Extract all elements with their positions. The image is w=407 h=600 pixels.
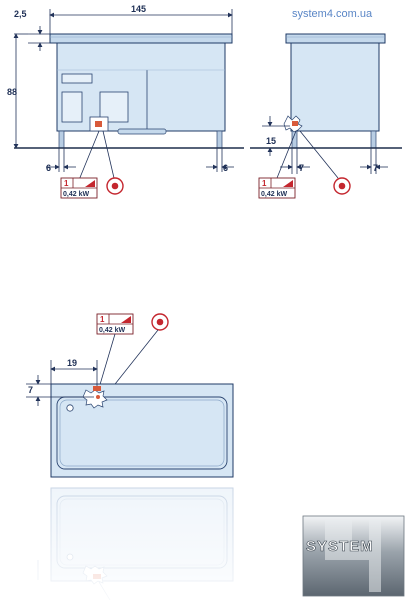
plan-x-offset-label: 19 <box>67 358 77 368</box>
side-left-offset-label: 7 <box>299 163 304 173</box>
control-panel <box>61 73 93 84</box>
power-rating-tag-plan: 1 0,42 kW <box>96 313 134 335</box>
power-symbol-icon-side <box>283 180 293 187</box>
power-symbol-icon <box>85 180 95 187</box>
right-offset-label: 6 <box>223 163 228 173</box>
cabinet-side <box>290 42 380 132</box>
leg-front-right <box>216 130 223 149</box>
power-rating-label-plan: 0,42 kW <box>99 327 125 334</box>
phase-label: 1 <box>64 179 69 188</box>
power-socket-icon <box>95 121 102 127</box>
plan-socket-icon <box>93 386 101 391</box>
logo-text: SYSTEM <box>306 538 374 555</box>
countertop-front <box>49 33 233 44</box>
power-connection-plan <box>82 389 108 409</box>
power-rating-label-side: 0,42 kW <box>261 191 287 198</box>
watermark-text: system4.com.ua <box>292 8 373 20</box>
power-rating-tag-side: 1 0,42 kW <box>258 177 296 199</box>
logo-numeral-shape <box>325 520 381 592</box>
power-symbol-icon-plan <box>121 316 131 323</box>
cabinet-front <box>56 42 226 132</box>
plan-view: 1 0,42 kW 19 7 <box>26 313 234 478</box>
top-thickness-label: 2,5 <box>14 9 27 19</box>
drain-hole-icon <box>66 404 74 412</box>
phase-label-side: 1 <box>262 179 267 188</box>
connection-point-icon-plan <box>151 313 169 331</box>
side-socket-icon <box>292 121 298 126</box>
door-panel-middle <box>99 91 129 123</box>
power-rating-label: 0,42 kW <box>63 191 89 198</box>
power-connection-side <box>283 115 303 133</box>
height-dimension-label: 88 <box>7 87 17 97</box>
leg-front-left <box>58 130 65 149</box>
power-rating-tag: 1 0,42 kW <box>60 177 98 199</box>
phase-label-plan: 1 <box>100 315 105 324</box>
brand-logo: 4 SYSTEM <box>302 515 405 597</box>
front-view: 145 2,5 88 <box>7 4 244 199</box>
left-offset-label: 6 <box>46 163 51 173</box>
connection-point-icon-side <box>333 177 351 195</box>
plan-connection-dot <box>96 395 100 399</box>
width-dimension-label: 145 <box>131 4 146 14</box>
plan-y-offset-label: 7 <box>28 385 33 395</box>
countertop-side <box>285 33 386 44</box>
side-view: 15 7 7 1 0,42 kW <box>250 33 402 199</box>
side-right-offset-label: 7 <box>373 163 378 173</box>
basin-outer <box>56 396 228 470</box>
countertop-plan <box>50 383 234 478</box>
basin-inner <box>59 399 225 467</box>
door-panel-left <box>61 91 83 123</box>
drain-tray <box>117 128 167 135</box>
connection-point-icon <box>106 177 124 195</box>
side-height-label: 15 <box>266 136 276 146</box>
leg-side-right <box>370 130 377 149</box>
